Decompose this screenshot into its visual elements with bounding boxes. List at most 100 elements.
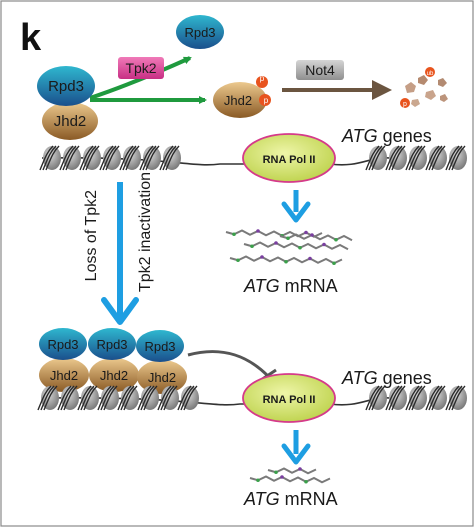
nucleosome xyxy=(385,145,407,171)
jhd2-bottom-2: Jhd2 xyxy=(100,368,128,383)
jhd2-bottom-1: Jhd2 xyxy=(50,368,78,383)
nucleosome xyxy=(177,385,199,411)
nucleosome xyxy=(385,385,407,411)
tpk2-inactivation-label: Tpk2 inactivation xyxy=(137,172,154,292)
nucleosome xyxy=(39,145,61,171)
mrna-dot xyxy=(310,233,314,237)
mrna-strand xyxy=(243,241,349,251)
nucleosome xyxy=(405,145,427,171)
nucleosome xyxy=(59,145,81,171)
jhd2-phosphorylated: Jhd2 p p xyxy=(213,74,271,118)
degradation-arrowhead xyxy=(372,80,392,100)
inhibition-arrow xyxy=(187,350,270,378)
dissociation-arrow-up xyxy=(89,56,192,100)
rpd3-released-label: Rpd3 xyxy=(184,25,215,40)
nucleosome xyxy=(57,385,79,411)
rna-pol-ii-label: RNA Pol II xyxy=(263,154,316,166)
jhd2-phospho-label: Jhd2 xyxy=(224,93,252,108)
transcription-arrowhead-bottom xyxy=(281,443,311,465)
panel-label: k xyxy=(20,17,42,59)
mrna-dot xyxy=(286,236,290,241)
nucleosome xyxy=(425,385,447,411)
tpk2-label: Tpk2 xyxy=(125,60,156,76)
mrna-dot xyxy=(332,261,336,266)
mrna-dot xyxy=(236,258,240,263)
mrna-dot xyxy=(304,230,308,235)
nucleosome xyxy=(97,385,119,411)
mrna-dot xyxy=(274,241,278,245)
transcription-arrowhead-top xyxy=(281,201,311,223)
atg-mrna-label-bottom: ATG mRNA xyxy=(243,489,338,509)
mrna-dot xyxy=(232,232,236,237)
rna-pol-ii-active: RNA Pol II xyxy=(242,133,336,183)
ubiquitin-tag xyxy=(425,67,435,77)
mrna-dot xyxy=(280,475,284,479)
jhd2-label: Jhd2 xyxy=(54,113,87,130)
mrna-dot xyxy=(298,245,302,250)
rpd3-bottom-1: Rpd3 xyxy=(47,337,78,352)
mrna-dot xyxy=(298,467,302,471)
mrna-dot xyxy=(260,255,264,259)
nucleosome xyxy=(139,145,161,171)
phospho-label-2: p xyxy=(264,96,269,105)
atg-genes-label-bottom: ATG genes xyxy=(341,368,432,388)
mrna-strand xyxy=(279,233,353,242)
rna-pol-ii-repressed: RNA Pol II xyxy=(242,373,336,423)
atg-genes-label-top: ATG genes xyxy=(341,126,432,146)
nucleosome xyxy=(425,145,447,171)
not4-label: Not4 xyxy=(305,62,335,78)
nucleosome xyxy=(445,385,467,411)
nucleosome xyxy=(159,145,181,171)
rpd3-label: Rpd3 xyxy=(48,78,84,95)
phospho-site-1 xyxy=(256,76,268,88)
mrna-dot xyxy=(308,256,312,261)
mrna-dot xyxy=(250,244,254,249)
mrna-dot xyxy=(322,242,326,247)
nucleosome xyxy=(157,385,179,411)
chromatin-top xyxy=(39,145,467,171)
nucleosome xyxy=(99,145,121,171)
atg-mrna-transcripts xyxy=(225,229,353,266)
nucleosome xyxy=(77,385,99,411)
rpd3-jhd2-complex: Jhd2 Rpd3 xyxy=(37,66,98,140)
rpd3-row: Rpd3 Rpd3 Rpd3 xyxy=(39,328,184,362)
tpk2-kinase: Tpk2 xyxy=(118,57,164,79)
rpd3-bottom-2: Rpd3 xyxy=(96,337,127,352)
atg-mrna-label-top: ATG mRNA xyxy=(243,276,338,296)
chromatin-bottom xyxy=(37,385,467,411)
rpd3-bottom-3: Rpd3 xyxy=(144,339,175,354)
rpd3-released: Rpd3 xyxy=(176,15,224,49)
jhd2-bottom-3: Jhd2 xyxy=(148,370,176,385)
mrna-dot xyxy=(256,478,260,483)
nucleosome xyxy=(137,385,159,411)
rna-pol-ii-label-bottom: RNA Pol II xyxy=(263,394,316,406)
mrna-dot xyxy=(284,259,288,264)
not4-ligase: Not4 xyxy=(296,60,344,80)
mrna-dot xyxy=(274,470,278,475)
mrna-dot xyxy=(304,479,308,484)
jhd2-row: Jhd2 Jhd2 Jhd2 xyxy=(39,358,187,394)
nucleosome xyxy=(37,385,59,411)
phospho-label-1: p xyxy=(260,74,265,83)
loss-of-tpk2-label: Loss of Tpk2 xyxy=(83,190,100,281)
degraded-jhd2-fragments: ub p xyxy=(400,67,448,108)
atg-mrna-transcripts-reduced xyxy=(249,467,331,484)
phospho-fragment-label: p xyxy=(403,101,407,108)
nucleosome xyxy=(365,385,387,411)
tpk2-loss-arrowhead xyxy=(101,297,139,325)
nucleosome xyxy=(79,145,101,171)
linker-dna xyxy=(41,156,391,166)
ubiquitin-label: ub xyxy=(427,71,434,77)
mrna-strand xyxy=(249,475,331,484)
nucleosome xyxy=(119,145,141,171)
phospho-fragment xyxy=(400,98,410,108)
nucleosome xyxy=(365,145,387,171)
mrna-dot xyxy=(256,229,260,233)
mrna-dot xyxy=(334,237,338,242)
phospho-site-2 xyxy=(259,94,271,106)
nucleosome xyxy=(445,145,467,171)
nucleosome xyxy=(117,385,139,411)
nucleosome xyxy=(405,385,427,411)
